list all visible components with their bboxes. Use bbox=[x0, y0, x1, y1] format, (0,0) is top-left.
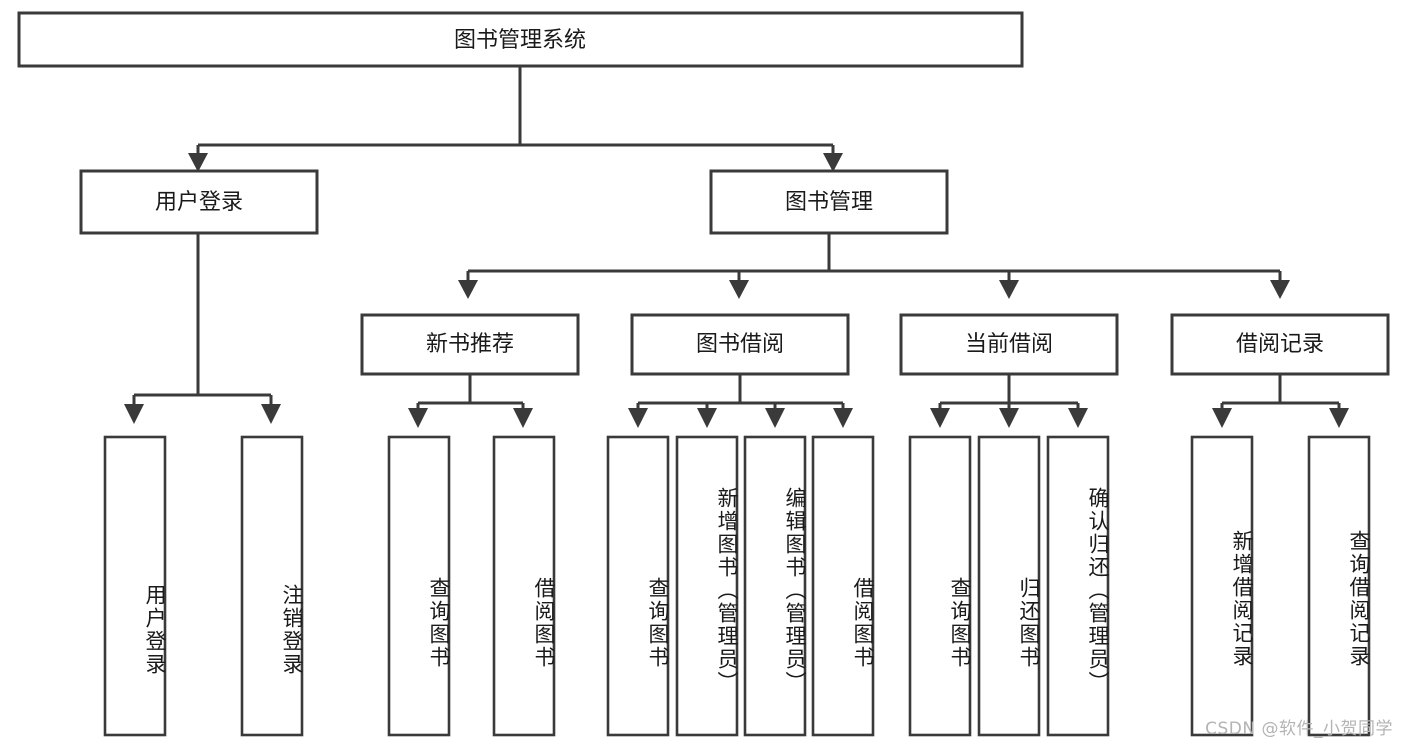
leaf-box-edit-book[interactable] bbox=[743, 435, 807, 737]
watermark: CSDN @软件_小贺同学 bbox=[1205, 719, 1393, 739]
node-book-manage-label: 图书管理 bbox=[785, 190, 873, 215]
connector-borrow-records-to-leaves bbox=[1212, 374, 1349, 428]
arrow-head-user-login bbox=[188, 153, 208, 172]
node-new-book-recommend[interactable]: 新书推荐 bbox=[360, 313, 580, 376]
leaf-box-query-book-1[interactable] bbox=[387, 435, 451, 737]
connector-current-borrow-to-leaves bbox=[930, 374, 1088, 428]
arrow-head-leaf-edit-book bbox=[765, 408, 785, 428]
node-book-manage[interactable]: 图书管理 bbox=[709, 169, 949, 235]
arrow-head-leaf-add-record bbox=[1212, 408, 1232, 428]
connector-book-manage-to-level3 bbox=[458, 233, 1290, 299]
leaf-box-add-record[interactable] bbox=[1190, 435, 1254, 737]
arrow-head-leaf-query-book-2 bbox=[628, 408, 648, 428]
arrow-head-book-borrow bbox=[729, 280, 749, 299]
node-root[interactable]: 图书管理系统 bbox=[17, 11, 1024, 68]
arrow-head-book-manage bbox=[823, 153, 843, 172]
node-book-borrow-label: 图书借阅 bbox=[696, 332, 784, 357]
arrow-head-leaf-return-book bbox=[999, 408, 1019, 428]
node-user-login[interactable]: 用户登录 bbox=[79, 169, 319, 235]
node-borrow-records-label: 借阅记录 bbox=[1236, 332, 1324, 357]
arrow-head-leaf-borrow-book-1 bbox=[513, 408, 533, 428]
arrow-head-borrow-records bbox=[1270, 280, 1290, 299]
arrow-head-leaf-logout bbox=[261, 404, 281, 424]
connector-new-book-to-leaves bbox=[408, 374, 533, 428]
node-root-label: 图书管理系统 bbox=[454, 28, 586, 53]
arrow-head-new-book bbox=[458, 280, 478, 299]
arrow-head-leaf-user-login bbox=[124, 404, 144, 424]
leaf-box-borrow-book-2[interactable] bbox=[811, 435, 875, 737]
connector-root-to-level2 bbox=[188, 66, 843, 172]
arrow-head-leaf-add-book bbox=[697, 408, 717, 428]
leaf-box-query-book-2[interactable] bbox=[606, 435, 670, 737]
arrow-head-leaf-query-book-1 bbox=[408, 408, 428, 428]
arrow-head-leaf-query-book-3 bbox=[930, 408, 950, 428]
connector-user-login-to-leaves bbox=[124, 233, 281, 424]
arrow-head-leaf-confirm-return bbox=[1068, 408, 1088, 428]
node-current-borrow[interactable]: 当前借阅 bbox=[899, 313, 1119, 376]
leaf-box-logout[interactable] bbox=[240, 435, 304, 737]
leaf-box-query-record[interactable] bbox=[1307, 435, 1371, 737]
leaf-box-user-login[interactable] bbox=[103, 435, 167, 737]
leaf-box-query-book-3[interactable] bbox=[908, 435, 972, 737]
leaf-box-add-book[interactable] bbox=[675, 435, 739, 737]
arrow-head-leaf-query-record bbox=[1329, 408, 1349, 428]
leaf-box-return-book[interactable] bbox=[977, 435, 1041, 737]
node-borrow-records[interactable]: 借阅记录 bbox=[1170, 313, 1390, 376]
arrow-head-current-borrow bbox=[999, 280, 1019, 299]
node-user-login-label: 用户登录 bbox=[155, 190, 243, 215]
leaf-box-borrow-book-1[interactable] bbox=[492, 435, 556, 737]
node-current-borrow-label: 当前借阅 bbox=[965, 332, 1053, 357]
node-new-book-recommend-label: 新书推荐 bbox=[426, 332, 514, 357]
connector-book-borrow-to-leaves bbox=[628, 374, 853, 428]
arrow-head-leaf-borrow-book-2 bbox=[833, 408, 853, 428]
leaf-box-confirm-return[interactable] bbox=[1046, 435, 1110, 737]
node-book-borrow[interactable]: 图书借阅 bbox=[630, 313, 850, 376]
